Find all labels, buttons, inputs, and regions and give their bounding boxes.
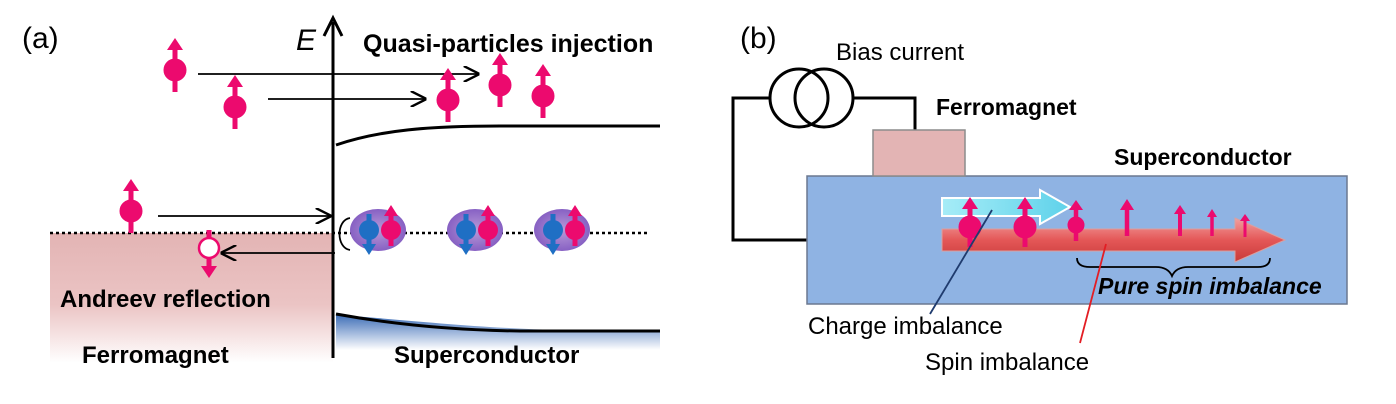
lower-gap-edge	[335, 312, 660, 333]
upper-gap-edge	[335, 124, 660, 147]
spin-up-particles-a	[119, 38, 555, 233]
spin-up-particle	[1067, 200, 1085, 241]
andreev-hole	[197, 230, 221, 278]
panel-a: (a) E Quasi-particles injection Andreev …	[22, 14, 660, 369]
spin-up-particle	[119, 179, 143, 233]
panel-b-label: (b)	[740, 22, 777, 55]
charge-imbalance-label: Charge imbalance	[808, 313, 1003, 340]
pure-spin-brace	[1076, 257, 1271, 279]
spin-up-particles-b	[958, 197, 1250, 247]
spin-up-particle	[1174, 205, 1186, 236]
ferromagnet-label: Ferromagnet	[936, 94, 1077, 120]
spin-up-particle	[531, 64, 555, 118]
cooper-pair	[534, 205, 590, 255]
spin-up-particle	[163, 38, 187, 92]
circuit-wire-left	[731, 96, 808, 242]
bias-current-label: Bias current	[836, 39, 964, 66]
cooper-pairs	[350, 205, 590, 255]
panel-b: (b) Bias current Ferromagnet Superconduc…	[731, 22, 1348, 376]
andreev-label: Andreev reflection	[60, 286, 271, 313]
spin-leader-line	[1079, 243, 1107, 344]
spin-imbalance-label: Spin imbalance	[925, 349, 1089, 376]
spin-up-particle	[488, 53, 512, 107]
superconductor-region-label: Superconductor	[394, 342, 579, 369]
spin-up-particle	[1013, 197, 1037, 247]
cooper-pair	[350, 205, 406, 255]
spin-up-particle	[1240, 214, 1250, 237]
superconductor-band	[336, 315, 660, 350]
spin-up-particle	[223, 75, 247, 129]
cooper-pair	[447, 205, 503, 255]
energy-axis-label: E	[296, 24, 317, 57]
current-source-ring-left	[768, 67, 830, 129]
ferromagnet-region-label: Ferromagnet	[82, 342, 229, 369]
superconductor-label: Superconductor	[1114, 144, 1292, 170]
spin-up-particle	[1207, 209, 1217, 236]
injection-label: Quasi-particles injection	[363, 30, 653, 58]
spin-up-particle	[436, 68, 460, 122]
reflection-bracket	[338, 217, 351, 251]
current-source-ring-right	[793, 67, 855, 129]
circuit-wire-right	[853, 96, 917, 130]
panel-a-label: (a)	[22, 22, 59, 55]
ferromagnet-region	[50, 233, 333, 363]
charge-leader-line	[929, 209, 993, 315]
pure-spin-label: Pure spin imbalance	[1098, 273, 1322, 299]
ferromagnet-electrode	[872, 129, 966, 177]
charge-imbalance-arrow	[941, 188, 1073, 226]
spin-up-particle	[1120, 199, 1134, 236]
energy-axis-arrowhead	[322, 14, 344, 37]
